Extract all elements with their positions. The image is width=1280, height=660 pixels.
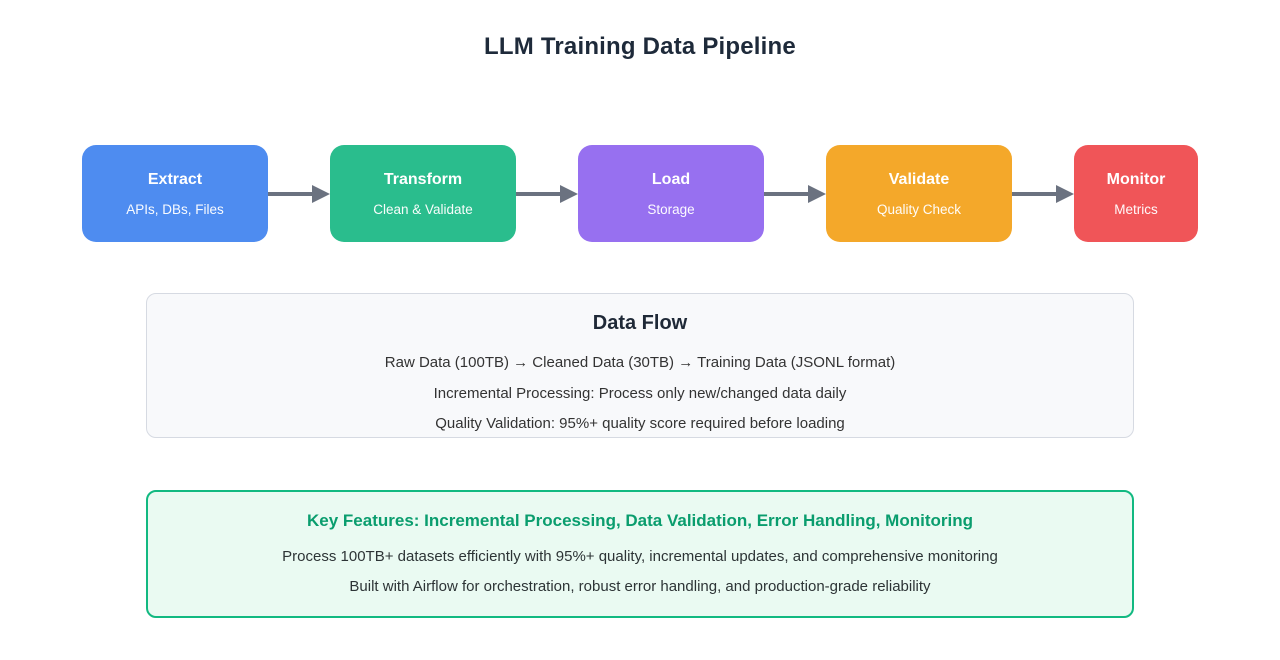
stage-subtitle: Storage	[647, 201, 695, 217]
arrow-line	[268, 191, 312, 196]
flow-arrow	[268, 184, 330, 203]
stage-title: Validate	[888, 170, 950, 188]
stage-subtitle: APIs, DBs, Files	[126, 201, 224, 217]
flow-arrow	[1012, 184, 1074, 203]
stage-title: Monitor	[1106, 170, 1166, 188]
page-title: LLM Training Data Pipeline	[484, 33, 796, 60]
pipeline-row: Extract APIs, DBs, Files Transform Clean…	[0, 145, 1280, 242]
arrow-head-icon	[312, 184, 330, 203]
key-features-title: Key Features: Incremental Processing, Da…	[307, 511, 973, 530]
flow-arrow	[516, 184, 578, 203]
data-flow-title: Data Flow	[592, 312, 688, 334]
stage-title: Load	[651, 170, 691, 188]
key-features-line: Process 100TB+ datasets efficiently with…	[282, 548, 998, 565]
stage-card-monitor: Monitor Metrics	[1074, 145, 1198, 242]
data-flow-panel: Data Flow Raw Data (100TB) → Cleaned Dat…	[146, 293, 1134, 438]
stage-card-load: Load Storage	[578, 145, 764, 242]
stage-title: Transform	[383, 170, 463, 188]
stage-subtitle: Metrics	[1114, 201, 1158, 217]
stage-card-transform: Transform Clean & Validate	[330, 145, 516, 242]
arrow-line	[516, 191, 560, 196]
key-features-panel: Key Features: Incremental Processing, Da…	[146, 490, 1134, 618]
data-flow-line: Incremental Processing: Process only new…	[433, 384, 847, 402]
data-flow-line: Raw Data (100TB) → Cleaned Data (30TB) →…	[384, 354, 896, 371]
arrow-head-icon	[1056, 184, 1074, 203]
flow-arrow	[764, 184, 826, 203]
diagram-canvas: LLM Training Data Pipeline Extract APIs,…	[0, 33, 1280, 618]
stage-subtitle: Quality Check	[876, 201, 962, 217]
arrow-line	[764, 191, 808, 196]
key-features-line: Built with Airflow for orchestration, ro…	[349, 578, 931, 595]
arrow-line	[1012, 191, 1056, 196]
data-flow-line: Quality Validation: 95%+ quality score r…	[435, 415, 845, 432]
stage-title: Extract	[147, 170, 203, 188]
stage-card-extract: Extract APIs, DBs, Files	[82, 145, 268, 242]
arrow-head-icon	[808, 184, 826, 203]
stage-card-validate: Validate Quality Check	[826, 145, 1012, 242]
stage-subtitle: Clean & Validate	[373, 201, 473, 217]
arrow-head-icon	[560, 184, 578, 203]
